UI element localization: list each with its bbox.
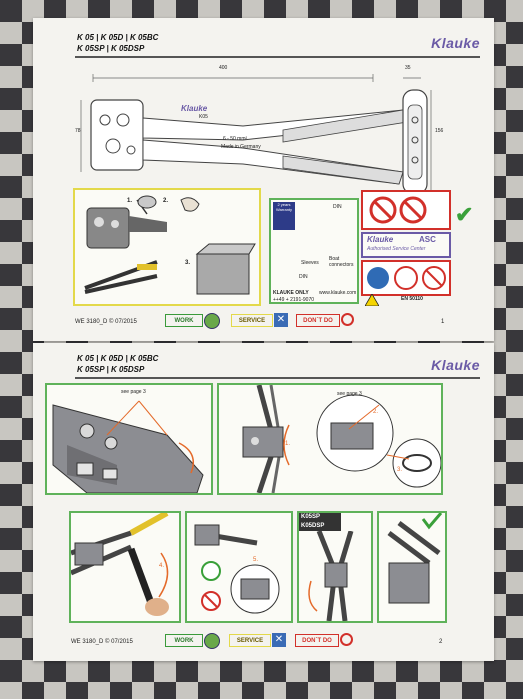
see-page-note-2: see page 3 (337, 391, 362, 397)
check-mark-icon: ✔ (455, 202, 474, 227)
tool-dimension-drawing (80, 74, 432, 195)
variant-badge: K05SP K05DSP (299, 513, 341, 531)
release-panel (377, 511, 447, 623)
asc-panel: Klauke ASC Authorised Service Center (361, 232, 451, 258)
klauke-site: www.klauke.com (319, 290, 357, 296)
safety-panel (361, 260, 451, 296)
warranty-badge: 2 years Warranty (273, 202, 295, 230)
head-adjust-panel: see page 3 1. 2. 3. (217, 383, 443, 495)
prohibited-icon (341, 313, 354, 326)
assembly-illustration: 1. 2. 3. (73, 188, 261, 306)
klauke-phone: ++49 + 2191-9070 (273, 297, 315, 303)
die-detail-panel: see page 3 (45, 383, 213, 495)
tool-range-print: 6 - 50 mm² (223, 136, 248, 142)
model-list-line2: K 05SP | K 05DSP (77, 44, 145, 53)
page-number: 1 (441, 319, 445, 325)
footer-code-p2: WE 3180_D © 07/2015 (71, 639, 133, 645)
header-rule-p2 (75, 377, 480, 379)
crimp-check-panel: 5. (185, 511, 293, 623)
model-list-line2-p2: K 05SP | K 05DSP (77, 365, 145, 374)
dim-depth: 156 (435, 128, 444, 134)
asc-brand: Klauke (367, 235, 394, 244)
p2-step-4: 4. (159, 563, 165, 569)
warranty-years: 2 years (277, 202, 291, 207)
manual-page-2: K 05 | K 05D | K 05BC K 05SP | K 05DSP K… (33, 343, 494, 661)
prohibited-panel (361, 190, 451, 230)
p2-step-1: 1. (285, 441, 291, 447)
brand-logo: Klauke (431, 35, 480, 51)
klauke-only: KLAUKE ONLY (273, 290, 309, 296)
step-1-label: 1. (127, 198, 133, 204)
sleeves-label: Sleeves (301, 260, 319, 266)
p2-step-3: 3. (397, 467, 403, 473)
dim-width: 35 (405, 65, 411, 71)
variant-k05dsp: K05DSP (301, 523, 325, 529)
sp-variant-panel: K05SP K05DSP (297, 511, 373, 623)
wrench-icon: ✕ (274, 313, 288, 327)
asc-text: Authorised Service Center (367, 246, 426, 252)
work-icon-p2 (204, 633, 220, 649)
work-pill: WORK (165, 314, 203, 327)
standard-row: EN 50110 (361, 294, 451, 306)
service-pill: SERVICE (231, 314, 273, 327)
model-list-line1-p2: K 05 | K 05D | K 05BC (77, 354, 159, 363)
brand-logo-p2: Klauke (431, 357, 480, 373)
en-standard: EN 50110 (401, 296, 423, 302)
dim-height: 78 (75, 128, 81, 134)
asc-code: ASC (419, 235, 436, 244)
tool-origin-print: Made in Germany (221, 144, 261, 150)
dim-length: 400 (219, 65, 228, 71)
din-label-2: DIN (299, 274, 308, 280)
model-list-line1: K 05 | K 05D | K 05BC (77, 33, 159, 42)
tool-model-print: K05 (199, 114, 208, 120)
footer-code: WE 3180_D © 07/2015 (75, 319, 137, 325)
step-2-label: 2. (163, 198, 169, 204)
work-pill-p2: WORK (165, 634, 203, 647)
page-number-p2: 2 (439, 639, 443, 645)
accessory-panel: 2 years Warranty DIN Sleeves Boat connec… (269, 198, 359, 304)
work-icon (204, 313, 220, 329)
handle-open-panel: 4. (69, 511, 181, 623)
service-pill-p2: SERVICE (229, 634, 271, 647)
step-3-label: 3. (185, 260, 191, 266)
din-label: DIN (333, 204, 342, 210)
warning-icon (365, 294, 379, 306)
manual-page-1: K 05 | K 05D | K 05BC K 05SP | K 05DSP K… (33, 18, 494, 341)
see-page-note: see page 3 (121, 389, 146, 395)
boat-connectors-label: Boat connectors (329, 256, 354, 268)
wrench-icon-p2: ✕ (272, 633, 286, 647)
prohibited-icon-p2 (340, 633, 353, 646)
dont-do-pill-p2: DON´T DO (295, 634, 339, 647)
warranty-label: Warranty (275, 207, 293, 212)
tool-brand-print: Klauke (181, 104, 208, 113)
dont-do-pill: DON´T DO (296, 314, 340, 327)
p2-step-5: 5. (253, 557, 259, 563)
p2-step-2: 2. (373, 409, 379, 415)
header-rule (75, 56, 480, 58)
variant-k05sp: K05SP (301, 514, 321, 520)
